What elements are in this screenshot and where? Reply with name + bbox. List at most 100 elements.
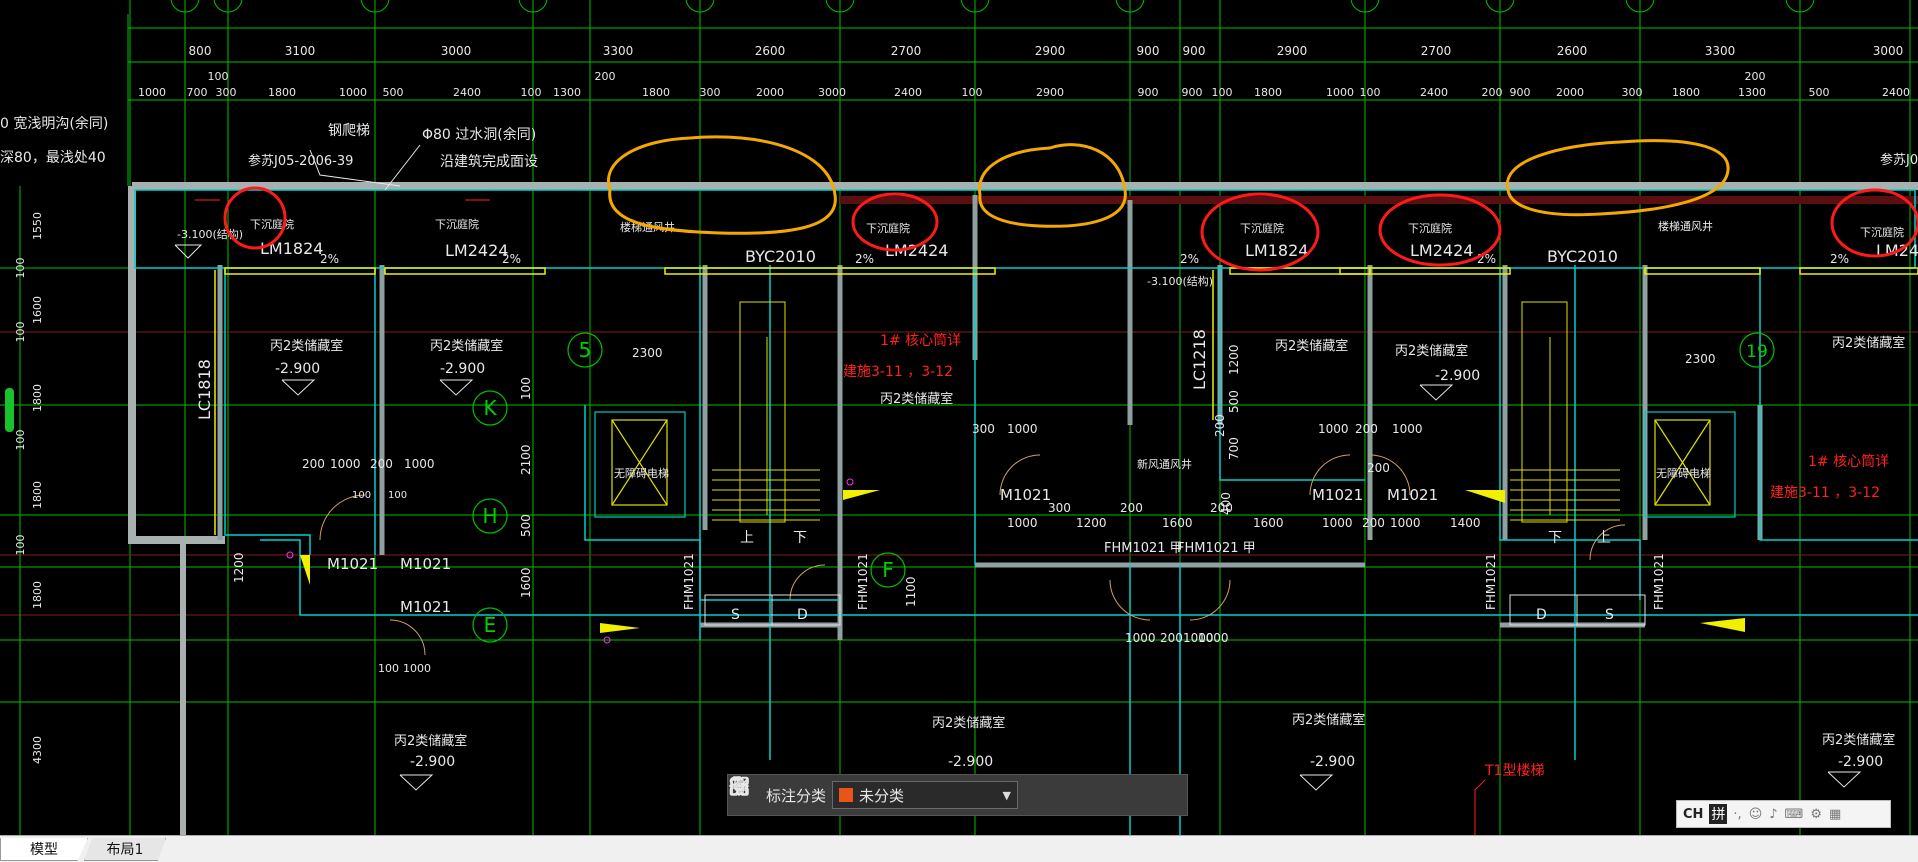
dim-text: 200 [1213,414,1227,437]
dims-row3: 1000 700 300 1800 1000 500 2400 100 1300… [138,86,1910,99]
door-label: FHM1021 [1652,553,1666,610]
dim-text: 1200 [1227,344,1241,375]
leader-lines [309,144,421,191]
dim-text: 2100 [519,444,533,475]
window-label: LM2424 [445,241,508,260]
slope-text: 2% [1477,252,1496,266]
annotation-category-select[interactable]: 未分类 ▼ [832,781,1019,809]
axis-label-h: H [482,504,497,528]
dim-text: 500 [1809,86,1830,99]
ime-pinyin-indicator[interactable]: 拼 [1709,804,1728,824]
dim-text: 1300 [553,86,581,99]
dim-text: 2400 [1882,86,1910,99]
window-label: LM1824 [260,239,323,258]
red-notes: 1# 核心筒详 建施3-11 ，3-12 1# 核心筒详 建施3-11 ，3-1… [843,332,1889,779]
elevator-shafts [611,419,1711,506]
dim-text: 700 [1227,437,1241,460]
stair-text: 上 [1597,530,1611,546]
dim-text: 200 [302,457,325,471]
stair-right [1521,301,1568,523]
dim-text: 200 [595,70,616,83]
axis-bubble-labels: K H E F 5 19 [482,338,1767,637]
room-label: 下沉庭院 [866,221,910,235]
dim-text: 100 [378,662,399,675]
yellow-openings [214,267,1918,535]
dim-text: 300 [972,422,995,436]
dim-text: 1600 [1162,516,1193,530]
dim-text: 1000 [1007,422,1038,436]
dim-text: 1000 [404,457,435,471]
dim-text: 900 [1182,86,1203,99]
left-marker [5,388,14,432]
cad-drawing-canvas[interactable]: 800 3100 3000 3300 2600 2700 2900 900 90… [0,0,1918,835]
grid-icon[interactable]: ▦ [1828,806,1842,822]
dim-text: 1800 [31,384,44,412]
keyboard-icon[interactable]: ⌨ [1784,806,1804,822]
dim-text: 1000 [1198,631,1229,645]
skin-icon[interactable]: ♪ [1769,806,1778,822]
emoji-icon[interactable]: ☺ [1748,806,1763,822]
door-label: M1021 [1312,486,1363,504]
settings-icon[interactable]: ⚙ [1810,806,1822,822]
dim-text: 900 [1510,86,1531,99]
dim-text: 100 [521,86,542,99]
room-label: 下沉庭院 [1408,221,1452,235]
dim-text: 100 [388,490,407,501]
dim-text: 200 [1745,70,1766,83]
window-label: BYC2010 [745,247,816,266]
window-label: LM2424 [1410,241,1473,260]
tab-layout1[interactable]: 布局1 [84,838,166,861]
dim-text: 2900 [1036,86,1064,99]
room-label: 无障碍电梯 [614,466,669,480]
dim-text: 500 [519,514,533,537]
door-label: M1021 [327,555,378,573]
edit-icon[interactable] [731,778,1066,811]
interior-walls [217,195,1763,640]
room-label: 无障碍电梯 [1656,466,1711,480]
level-text: -2.900 [275,361,320,377]
inner-dims: 2300 2300 200 1000 200 1000 100 100 100 … [232,344,1716,675]
annotation-toolbar: 标注分类 未分类 ▼ [727,774,1188,816]
elevator-frames [594,411,1736,518]
dim-text: 100 [352,490,371,501]
dim-text: 300 [700,86,721,99]
dim-text: 100 [14,430,27,451]
punctuation-icon[interactable]: ·, [1733,806,1742,822]
dim-text: 300 [216,86,237,99]
copy-icon[interactable] [731,777,1138,811]
room-label: 楼梯通风井 [1658,219,1713,233]
tab-model[interactable]: 模型 [0,838,88,861]
axis-label-f: F [882,558,894,582]
stair-labels: 上 下 下 上 S D D S [731,530,1614,623]
slope-text: 2% [1830,252,1849,266]
dim-text: 1200 [232,552,246,583]
dim-text: 1000 [403,662,431,675]
ime-toolbar[interactable]: CH 拼 ·, ☺ ♪ ⌨ ⚙ ▦ [1676,800,1891,828]
level-text: -2.900 [410,754,455,770]
dim-text: 100 [519,377,533,400]
window-label: LM2424 [885,241,948,260]
dim-text: 1000 [1392,422,1423,436]
dim-text: 100 [1212,86,1233,99]
door-label: FHM1021 甲 [1177,541,1256,556]
dim-text: 1000 [339,86,367,99]
note-ref-left: 参苏J05-2006-39 [248,153,353,169]
dim-text: 2300 [1685,352,1716,366]
ime-mode-indicator[interactable]: CH [1683,806,1704,822]
sd-boxes [704,594,1646,626]
category-selected-value: 未分类 [859,786,905,805]
level-text: -2.900 [1435,368,1480,384]
door-label: M1021 [400,555,451,573]
storage-room-labels: 丙2类储藏室 丙2类储藏室 丙2类储藏室 丙2类储藏室 丙2类储藏室 丙2类储藏… [270,335,1905,749]
room-label: 丙2类储藏室 [1822,732,1895,748]
slope-text: 2% [320,252,339,266]
dim-text: 1800 [31,481,44,509]
move-icon[interactable] [728,775,1102,811]
door-swings [319,454,1626,656]
dim-text: 4300 [31,736,44,764]
dims-row2: 100 200 200 [208,70,1766,83]
level-text: -2.900 [948,754,993,770]
dimension-lines-top [127,14,1918,186]
paste-icon[interactable] [730,776,1174,811]
sd-text: D [797,607,808,623]
